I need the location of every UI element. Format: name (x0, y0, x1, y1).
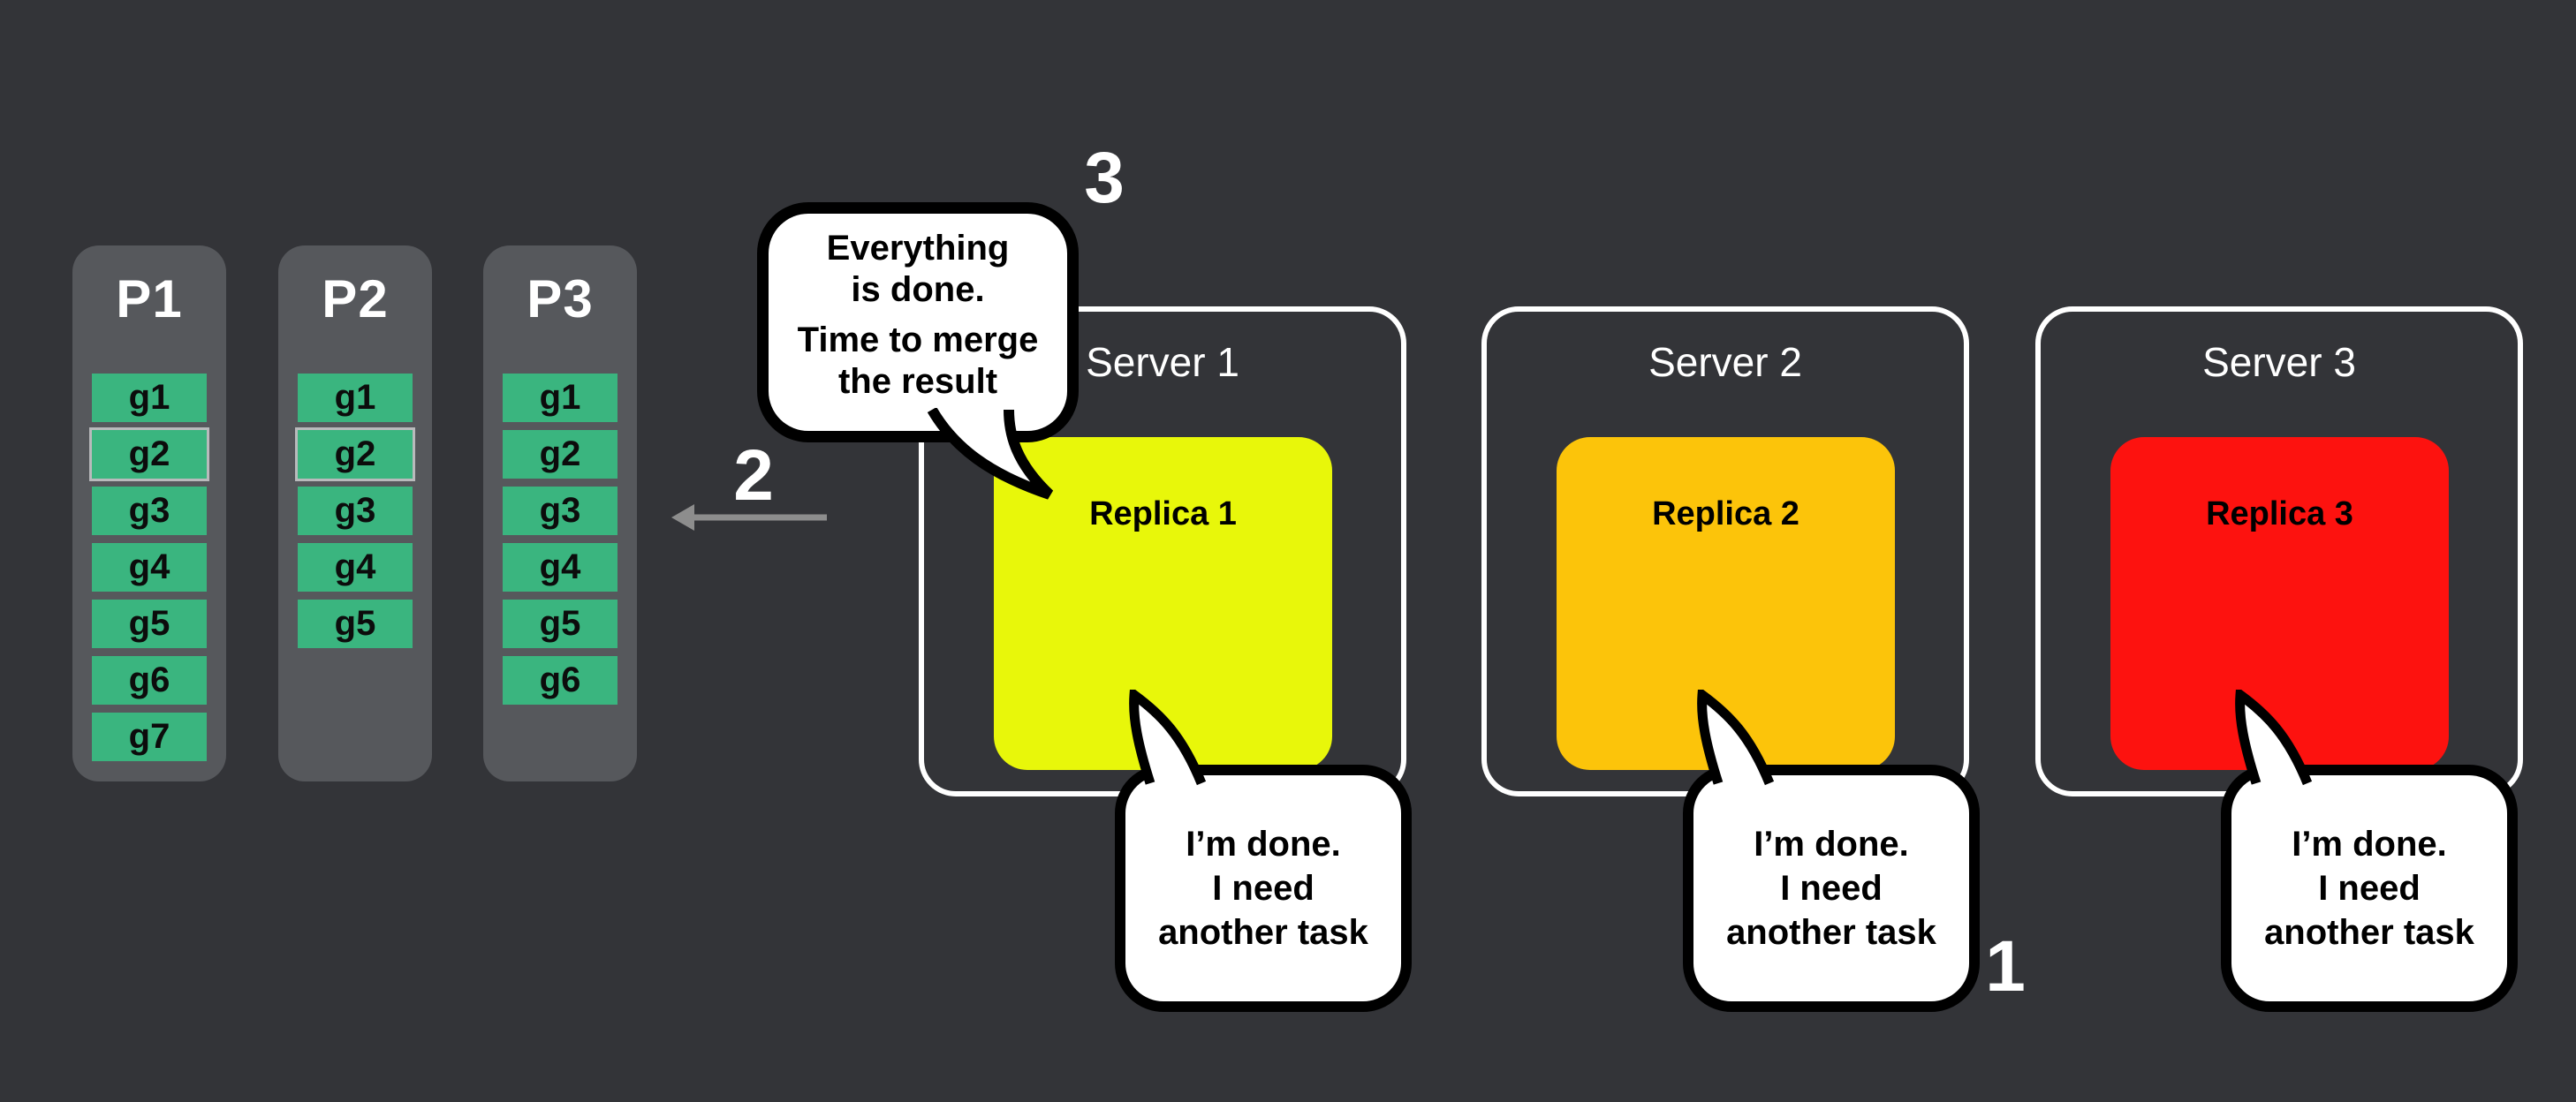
task-block: g4 (298, 543, 413, 592)
task-block: g5 (503, 600, 617, 648)
partition-column-p2: P2 g1 g2 g3 g4 g5 (278, 245, 432, 781)
replica-1: Replica 1 (994, 437, 1332, 770)
partition-title: P2 (322, 269, 389, 328)
task-block: g4 (503, 543, 617, 592)
task-block: g1 (298, 374, 413, 422)
replica-label: Replica 3 (2206, 495, 2353, 532)
worker-speech-bubble-2: I’m done. I need another task (1683, 765, 1980, 1012)
merge-bubble-line: Time to merge (797, 321, 1039, 359)
merge-bubble-line: the result (837, 362, 998, 401)
server-title: Server 3 (2202, 339, 2356, 385)
worker-bubble-line: I need (1212, 869, 1315, 908)
worker-bubble-line: I’m done. (2292, 825, 2447, 864)
replica-label: Replica 1 (1089, 495, 1237, 532)
replica-3: Replica 3 (2110, 437, 2449, 770)
worker-bubble-line: another task (1726, 913, 1936, 952)
server-box-3: Server 3 Replica 3 (2035, 306, 2523, 796)
server-title: Server 1 (1086, 339, 1239, 385)
task-block: g3 (298, 487, 413, 535)
step-2-label: 2 (733, 435, 774, 516)
worker-speech-bubble-1: I’m done. I need another task (1115, 765, 1412, 1012)
task-block: g6 (92, 656, 207, 705)
partition-column-p1: P1 g1 g2 g3 g4 g5 g6 g7 (72, 245, 226, 781)
server-box-2: Server 2 Replica 2 (1481, 306, 1969, 796)
worker-bubble-line: I need (1780, 869, 1883, 908)
worker-bubble-line: I need (2318, 869, 2421, 908)
replica-2: Replica 2 (1557, 437, 1895, 770)
merge-arrow-icon (671, 504, 827, 531)
server-title: Server 2 (1648, 339, 1802, 385)
task-block: g3 (92, 487, 207, 535)
task-list: g1 g2 g3 g4 g5 (298, 374, 413, 648)
task-list: g1 g2 g3 g4 g5 g6 (503, 374, 617, 705)
task-block: g1 (503, 374, 617, 422)
replica-label: Replica 2 (1652, 495, 1799, 532)
partition-column-p3: P3 g1 g2 g3 g4 g5 g6 (483, 245, 637, 781)
partition-title: P1 (116, 269, 183, 328)
worker-bubble-line: another task (1158, 913, 1368, 952)
merge-speech-bubble: Everything is done. Time to merge the re… (757, 202, 1079, 442)
worker-speech-bubble-3: I’m done. I need another task (2221, 765, 2518, 1012)
task-block: g2 (503, 430, 617, 479)
partition-title: P3 (527, 269, 594, 328)
task-block: g2 (298, 430, 413, 479)
task-block: g4 (92, 543, 207, 592)
worker-bubble-line: another task (2264, 913, 2474, 952)
task-block: g1 (92, 374, 207, 422)
step-1-label: 1 (1985, 926, 2026, 1007)
task-block: g5 (92, 600, 207, 648)
task-block: g6 (503, 656, 617, 705)
task-list: g1 g2 g3 g4 g5 g6 g7 (92, 374, 207, 761)
merge-bubble-line: Everything (826, 229, 1010, 268)
worker-bubble-line: I’m done. (1186, 825, 1341, 864)
step-3-label: 3 (1084, 138, 1125, 218)
task-block: g2 (92, 430, 207, 479)
merge-bubble-line: is done. (851, 270, 985, 309)
task-block: g3 (503, 487, 617, 535)
task-block: g5 (298, 600, 413, 648)
task-block: g7 (92, 713, 207, 761)
worker-bubble-line: I’m done. (1754, 825, 1909, 864)
